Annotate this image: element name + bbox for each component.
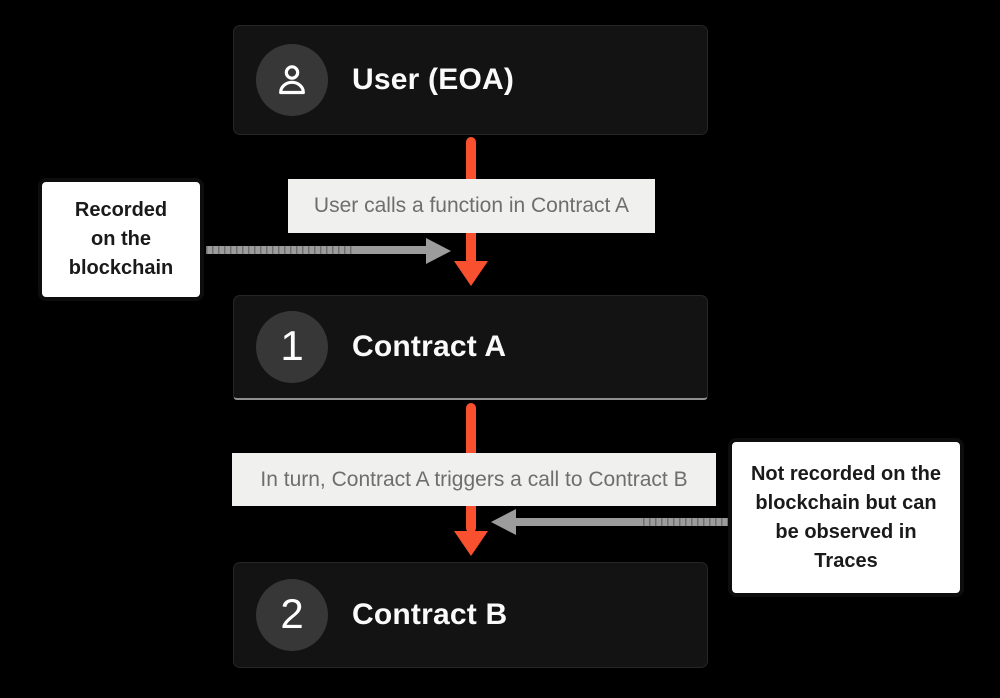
node-contract-a: 1 Contract A bbox=[233, 295, 708, 400]
edge-label-text: User calls a function in Contract A bbox=[313, 194, 630, 217]
right-note-arrow-dashed-segment bbox=[643, 518, 728, 526]
right-note-arrow-shaft bbox=[515, 518, 728, 526]
left-note-arrow-dashed-segment bbox=[206, 246, 356, 254]
note-line: on the bbox=[91, 228, 151, 250]
note-line: Not recorded on the bbox=[750, 462, 941, 485]
note-recorded-on-blockchain: Recorded on the blockchain bbox=[38, 178, 204, 301]
edge-label-user-calls-contract-a: User calls a function in Contract A bbox=[288, 179, 655, 233]
right-note-arrow-solid-segment bbox=[515, 518, 643, 526]
node-title-contract-b: Contract B bbox=[352, 598, 508, 631]
note-line: be observed in bbox=[775, 520, 917, 543]
left-note-arrowhead bbox=[426, 238, 451, 264]
note-line: blockchain but can bbox=[755, 491, 937, 514]
user-icon bbox=[279, 65, 305, 95]
node-title-user-eoa: User (EOA) bbox=[352, 63, 515, 96]
left-note-arrow-shaft bbox=[206, 246, 427, 254]
node-contract-b: 2 Contract B bbox=[233, 562, 708, 668]
step-1-number: 1 bbox=[280, 321, 304, 369]
note-line: blockchain bbox=[68, 257, 174, 279]
right-note-arrowhead bbox=[491, 509, 516, 535]
edge-label-text: In turn, Contract A triggers a call to C… bbox=[260, 467, 688, 491]
note-not-recorded-observed-in-traces: Not recorded on the blockchain but can b… bbox=[728, 438, 964, 597]
edge-label-contract-a-calls-contract-b: In turn, Contract A triggers a call to C… bbox=[232, 453, 716, 506]
avatar bbox=[256, 44, 328, 116]
step-2-number: 2 bbox=[280, 589, 304, 637]
flow-arrowhead-contract-a-to-contract-b bbox=[454, 531, 488, 556]
left-note-arrow-solid-segment bbox=[356, 246, 427, 254]
step-2-badge: 2 bbox=[256, 579, 328, 651]
note-line: Recorded bbox=[74, 199, 168, 221]
node-title-contract-a: Contract A bbox=[352, 330, 507, 363]
step-1-badge: 1 bbox=[256, 311, 328, 383]
flow-arrowhead-user-to-contract-a bbox=[454, 261, 488, 286]
note-line: Traces bbox=[814, 549, 878, 572]
node-user-eoa: User (EOA) bbox=[233, 25, 708, 135]
